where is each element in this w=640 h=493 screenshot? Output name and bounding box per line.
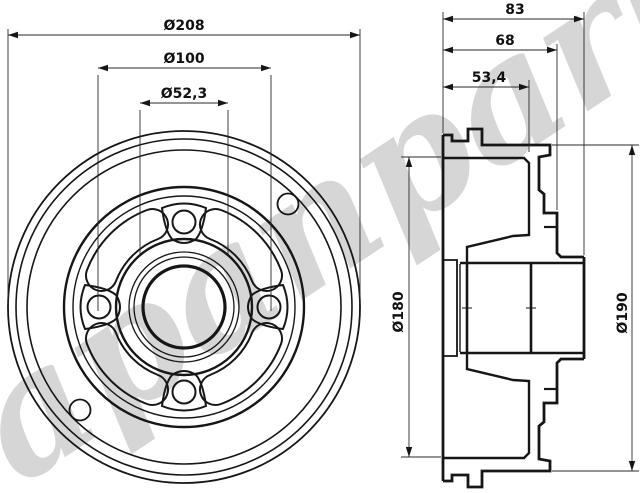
arrowhead — [628, 461, 636, 471]
rim-step-circle — [15, 138, 353, 476]
arrowhead — [547, 46, 557, 54]
arrowhead — [98, 64, 108, 72]
bolt-boss-shield — [247, 283, 289, 331]
arrowhead — [405, 157, 413, 167]
hub-front-ring — [443, 259, 458, 357]
locating-hole-ne — [276, 192, 300, 216]
inner-web-top — [443, 156, 531, 263]
outer-rim-circle — [7, 130, 361, 484]
section-view-arrowheads — [405, 15, 636, 471]
flange-slot — [199, 322, 283, 406]
bolt-hole-right — [256, 294, 282, 320]
front-view-arrowheads — [8, 31, 360, 107]
arrowhead — [8, 31, 18, 39]
section-view-dimensions — [401, 12, 639, 472]
flange-slot — [85, 208, 169, 292]
center-bore-circle — [141, 264, 227, 350]
flange-slot — [85, 322, 169, 406]
inner-web-bottom — [443, 353, 531, 460]
section-outer-diameter-label: Ø190 — [615, 292, 631, 333]
flange-slots — [85, 208, 283, 406]
arrowhead — [574, 15, 584, 23]
bolt-hole-left — [86, 294, 112, 320]
section-total-depth-label: 83 — [505, 2, 524, 18]
arrowhead — [443, 46, 453, 54]
bolt-hole-bottom — [171, 379, 197, 405]
front-center-bore-label: Ø52,3 — [161, 86, 207, 102]
front-view — [7, 130, 361, 484]
arrowhead — [350, 31, 360, 39]
hub-ring-circle — [128, 251, 240, 363]
front-view-dimensions — [7, 29, 361, 311]
arrowhead — [261, 64, 271, 72]
bolt-boss-shield — [79, 283, 121, 331]
hub-pilot-circle — [133, 256, 235, 358]
outer-profile-bottom — [443, 357, 584, 489]
locating-hole-sw — [68, 398, 92, 422]
flange-slot — [199, 208, 283, 292]
bolt-holes — [86, 209, 282, 405]
arrowhead — [218, 99, 228, 107]
flange-outer-circle — [62, 185, 306, 429]
arrowhead — [140, 99, 150, 107]
arrowhead — [628, 145, 636, 155]
section-hub-depth-label: 68 — [495, 33, 514, 49]
drum-face-circle — [26, 149, 342, 465]
hub-outer-circle — [114, 237, 254, 377]
arrowhead — [519, 83, 529, 91]
bolt-boss-shields — [79, 202, 289, 412]
arrowhead — [443, 15, 453, 23]
bolt-boss-shield — [160, 202, 208, 244]
arrowhead — [405, 447, 413, 457]
section-view — [441, 127, 586, 489]
flange-inner-circle — [72, 195, 296, 419]
section-inner-diameter-label: Ø180 — [391, 291, 407, 332]
front-outer-diameter-label: Ø208 — [163, 18, 204, 34]
arrowhead — [443, 83, 453, 91]
section-drum-depth-label: 53,4 — [472, 70, 507, 86]
bolt-boss-shield — [160, 370, 208, 412]
bolt-hole-top — [171, 209, 197, 235]
front-bolt-circle-label: Ø100 — [163, 51, 204, 67]
